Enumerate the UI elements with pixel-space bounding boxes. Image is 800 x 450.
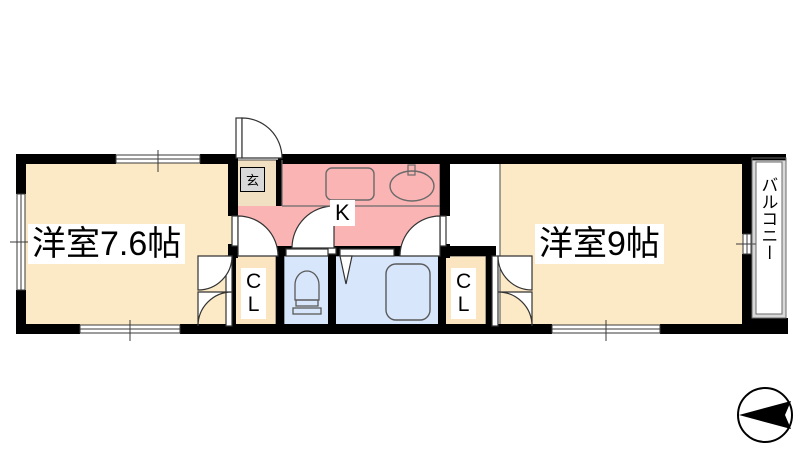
wall-top-balcony-cap bbox=[750, 154, 786, 160]
room-right-label: 洋室9帖 bbox=[535, 224, 664, 264]
wall-left-upper bbox=[16, 154, 26, 194]
room-left-label: 洋室7.6帖 bbox=[28, 224, 186, 264]
wall-right-upper bbox=[742, 154, 752, 234]
wall-closet-left-toilet bbox=[276, 250, 284, 328]
wall-top-left-a bbox=[16, 154, 116, 164]
compass-rose-icon bbox=[737, 387, 793, 443]
wall-closet-right-edge bbox=[486, 250, 496, 328]
wall-right-lower bbox=[742, 254, 752, 326]
window-room-left-top bbox=[115, 150, 201, 172]
kitchen-label: K bbox=[330, 200, 355, 226]
wall-top-left-b bbox=[200, 154, 236, 164]
wall-top-entrance-right bbox=[278, 154, 450, 164]
toilet-bowl-icon bbox=[292, 270, 322, 315]
bath-floor bbox=[334, 256, 440, 328]
closet-right-doors bbox=[491, 255, 533, 327]
entrance-label: 玄 bbox=[240, 167, 266, 192]
wall-kitchen-room-right-upper bbox=[440, 154, 450, 216]
wall-bottom-right-b bbox=[660, 324, 750, 334]
wall-top-right bbox=[450, 154, 750, 164]
windows bbox=[10, 150, 758, 341]
window-balcony-east bbox=[736, 233, 758, 255]
fixtures bbox=[281, 160, 440, 321]
kitchen-to-room-right-door bbox=[399, 215, 447, 257]
wall-bottom-center bbox=[228, 324, 496, 334]
balcony-label: バルコニー bbox=[757, 172, 779, 265]
toilet-door bbox=[285, 248, 329, 257]
bath-door bbox=[339, 248, 395, 285]
wall-bottom-balcony bbox=[748, 318, 788, 334]
window-room-right-bottom bbox=[551, 320, 661, 341]
wall-bath-closet-right bbox=[438, 250, 446, 328]
wall-bottom-left-b bbox=[180, 324, 236, 334]
sink-icon bbox=[389, 164, 435, 202]
wall-toilet-bath bbox=[328, 250, 336, 328]
bathtub-icon bbox=[385, 263, 431, 321]
toilet-floor bbox=[284, 256, 330, 328]
wall-bottom-left-a bbox=[16, 324, 80, 334]
kitchen-to-room-left-door bbox=[231, 215, 279, 257]
wall-entrance-step bbox=[276, 160, 282, 206]
window-room-left-bottom bbox=[79, 320, 181, 341]
entrance-door bbox=[235, 117, 283, 159]
wall-left-lower bbox=[16, 290, 26, 334]
closet-left-doors bbox=[197, 255, 233, 327]
window-room-left-west bbox=[10, 193, 32, 291]
wall-bottom-right-a bbox=[496, 324, 552, 334]
wall-room-left-kitchen-upper bbox=[228, 154, 238, 216]
